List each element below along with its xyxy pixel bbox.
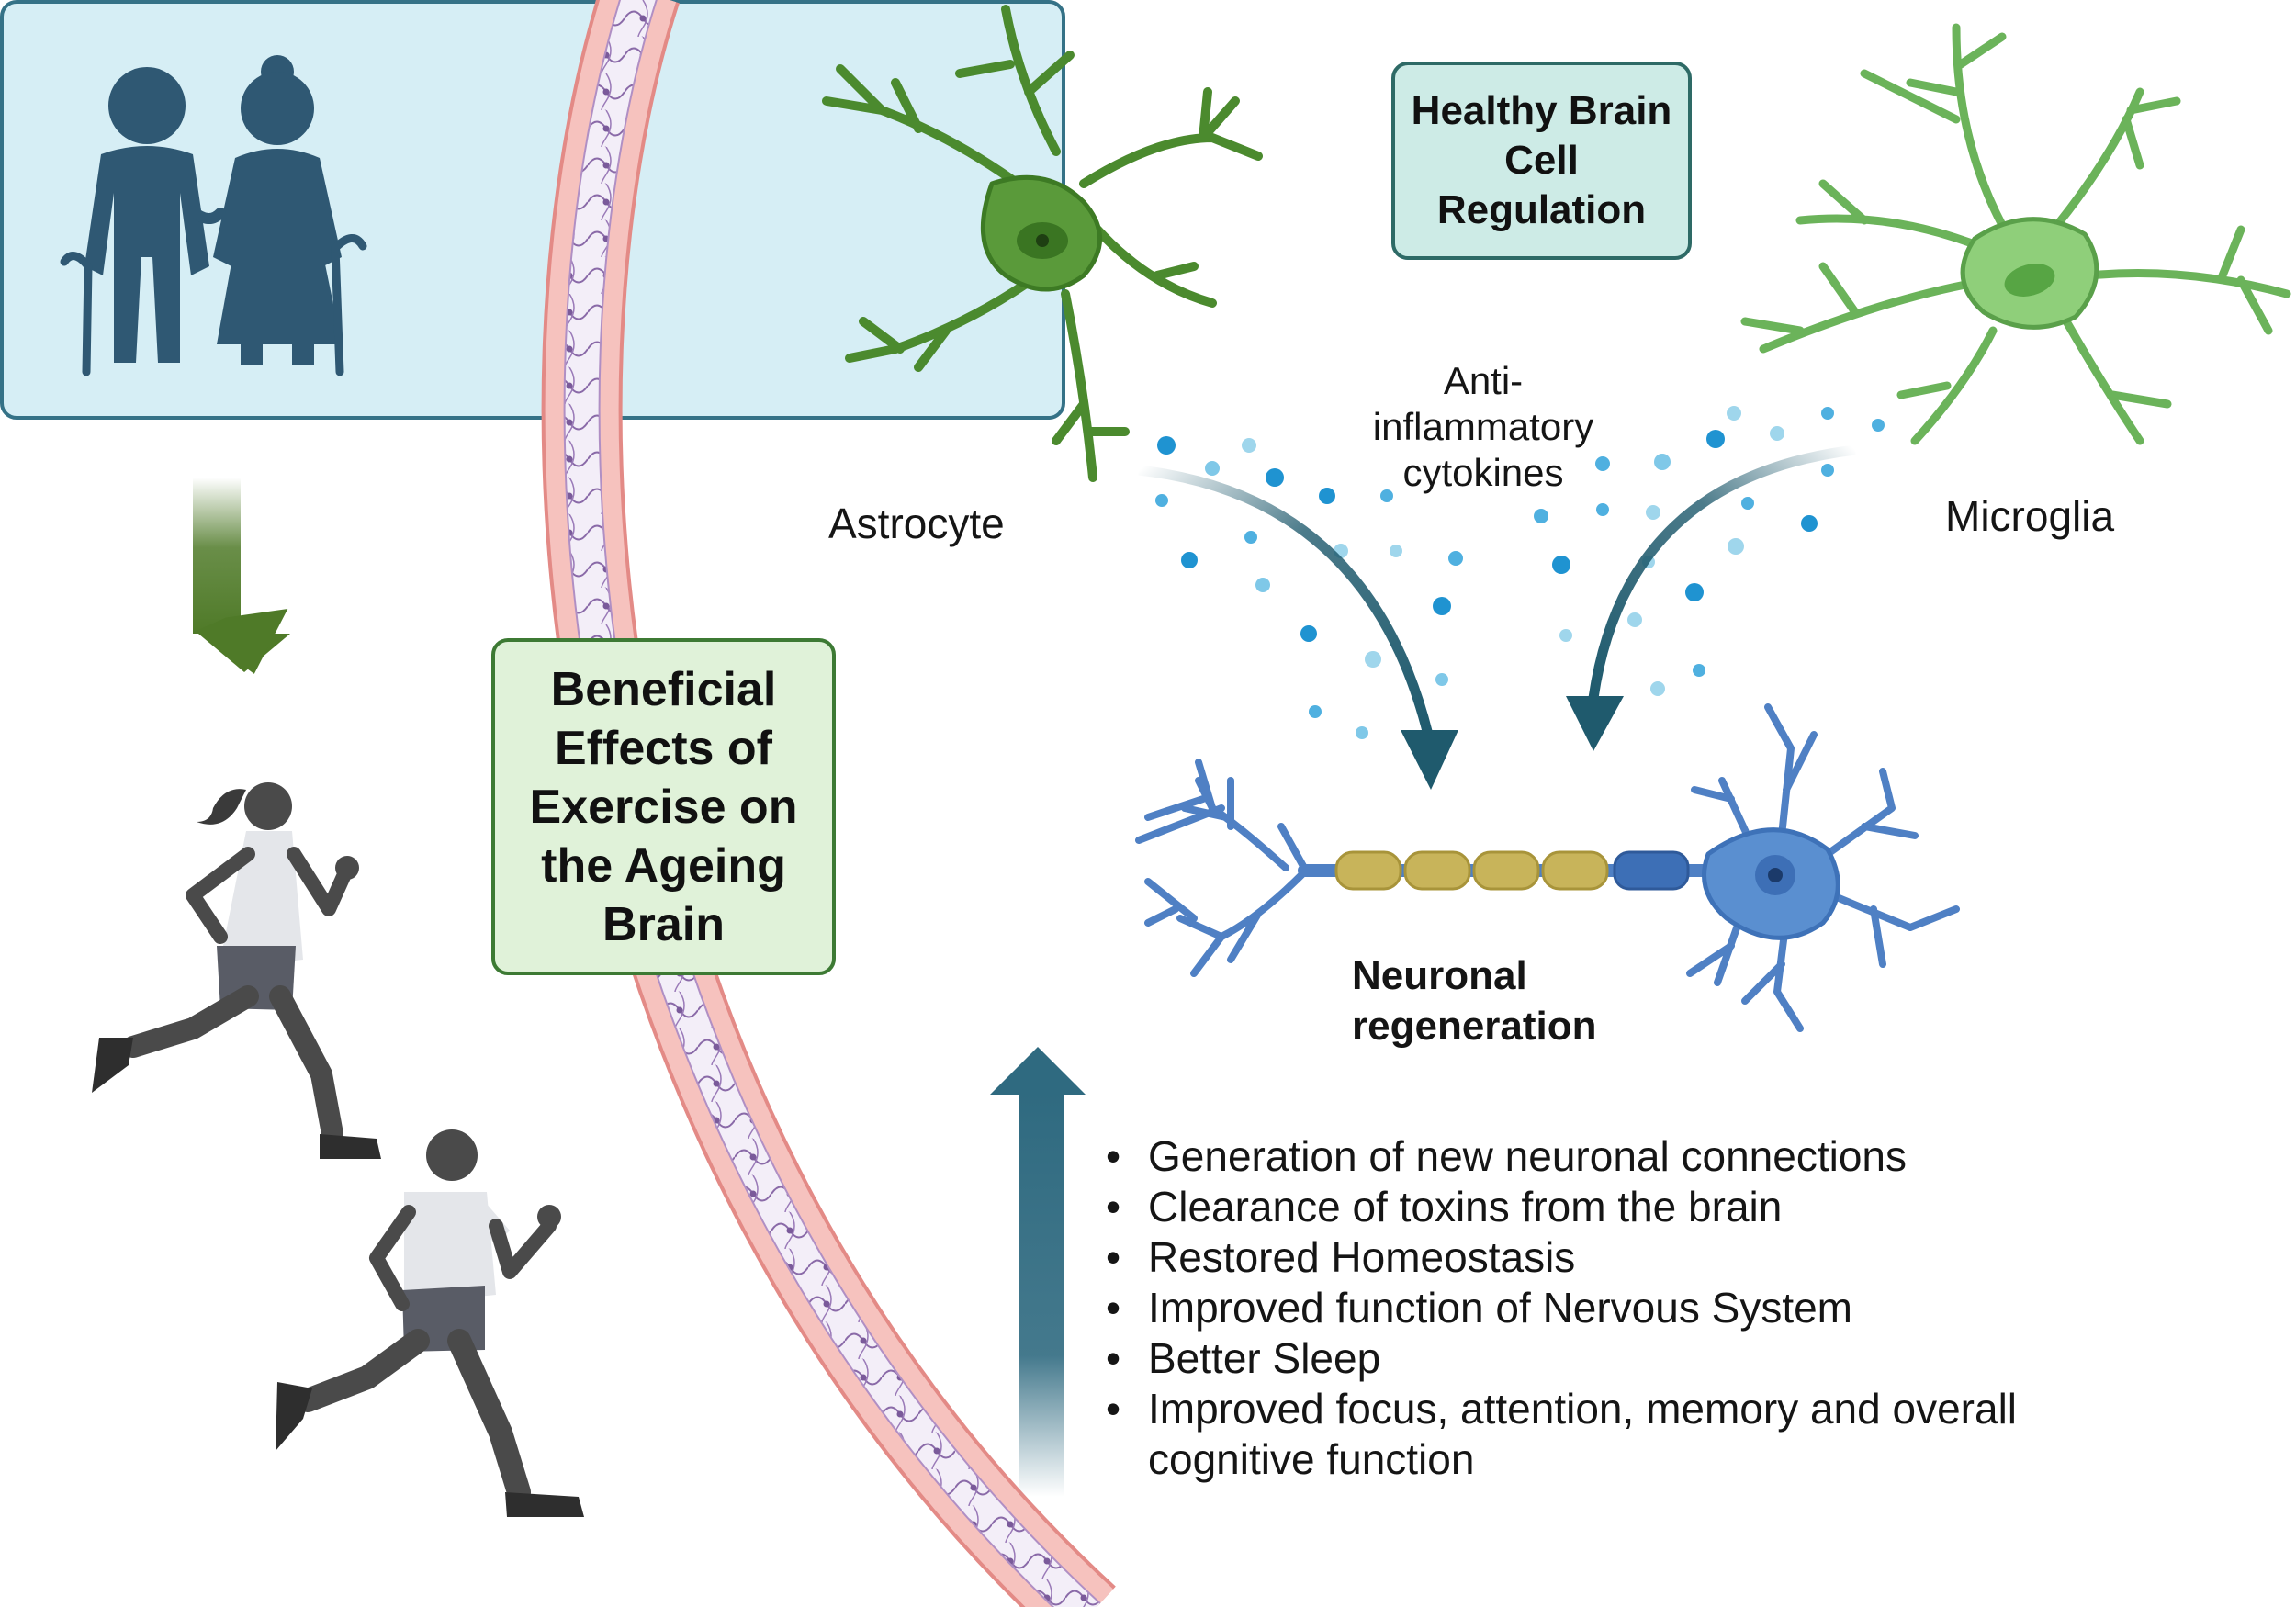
- effect-item: Better Sleep: [1106, 1333, 2066, 1384]
- arrow-astrocyte-to-neuron-icon: [1138, 465, 1458, 790]
- effects-list: Generation of new neuronal connections C…: [1106, 1131, 2066, 1485]
- arrow-microglia-to-neuron-icon: [1566, 444, 1856, 751]
- runner-female-icon: [92, 782, 381, 1159]
- title-box: Beneficial Effects of Exercise on the Ag…: [491, 638, 836, 975]
- cytokines-label: Anti-inflammatory cytokines: [1372, 359, 1594, 494]
- microglia-label: Microglia: [1945, 492, 2115, 540]
- effect-item: Clearance of toxins from the brain: [1106, 1182, 2066, 1232]
- runner-male-icon: [276, 1129, 584, 1517]
- title-text: Beneficial Effects of Exercise on the Ag…: [529, 662, 798, 951]
- cytokine-particles: [1155, 406, 1885, 739]
- effect-item: Improved function of Nervous System: [1106, 1283, 2066, 1333]
- elderly-couple-icon: [60, 55, 367, 376]
- effect-item: Generation of new neuronal connections: [1106, 1131, 2066, 1182]
- regulation-box: Healthy Brain Cell Regulation: [1391, 62, 1692, 260]
- neuronal-regeneration-label: Neuronal regeneration: [1352, 953, 1597, 1049]
- neuron-cell-icon: [1135, 703, 1960, 1032]
- effect-item: Improved focus, attention, memory and ov…: [1106, 1384, 2066, 1485]
- effect-item: Restored Homeostasis: [1106, 1232, 2066, 1283]
- arrow-up-icon: [990, 1047, 1086, 1497]
- astrocyte-label: Astrocyte: [828, 500, 1005, 547]
- regulation-text: Healthy Brain Cell Regulation: [1411, 88, 1672, 232]
- arrow-down-icon: [193, 478, 290, 674]
- astrocyte-cell-icon: [822, 5, 1263, 482]
- microglia-cell-icon: [1740, 23, 2291, 445]
